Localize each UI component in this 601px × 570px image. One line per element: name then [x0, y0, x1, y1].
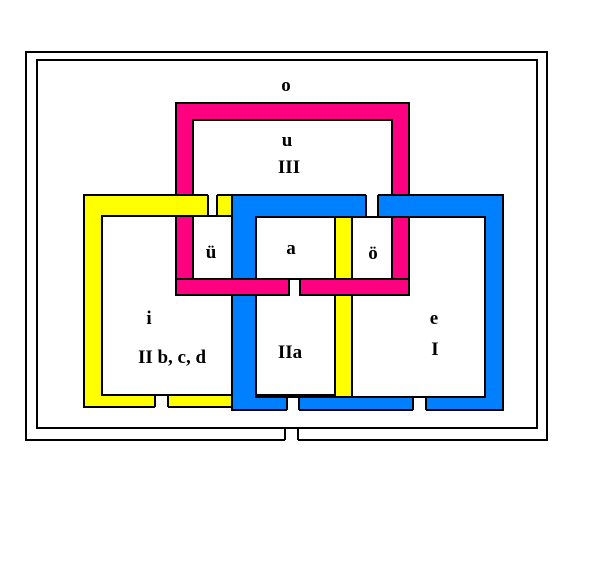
label-oe: ö — [368, 243, 378, 264]
yellow-band — [83, 194, 353, 408]
pink-bottom-left — [175, 278, 290, 296]
label-IIa: IIa — [278, 342, 303, 363]
yellow-ring — [83, 194, 353, 408]
pink-bottom-right — [299, 278, 410, 296]
label-o: o — [281, 75, 291, 96]
label-IIbcd: II b, c, d — [138, 347, 207, 368]
blue-ring — [231, 194, 504, 411]
label-a: a — [286, 238, 296, 259]
labels: o u III ü a ö i II b, c, d IIa e I — [138, 75, 439, 368]
label-I: I — [431, 339, 438, 360]
label-u: u — [282, 130, 293, 151]
label-III: III — [278, 157, 300, 178]
frame-band — [25, 51, 548, 441]
pink-gap — [289, 280, 300, 296]
label-ue: ü — [206, 242, 217, 263]
blue-gap — [287, 398, 299, 411]
outer-frame — [25, 51, 548, 441]
yellow-gap — [155, 396, 168, 408]
pink-ring-bottom-band — [175, 278, 410, 296]
label-e: e — [430, 308, 438, 329]
yellow-gap — [208, 194, 217, 215]
blue-gap — [366, 194, 378, 216]
blue-gap — [413, 398, 426, 411]
label-i: i — [146, 308, 151, 329]
frame-gap — [285, 429, 298, 441]
blue-band — [231, 194, 504, 411]
